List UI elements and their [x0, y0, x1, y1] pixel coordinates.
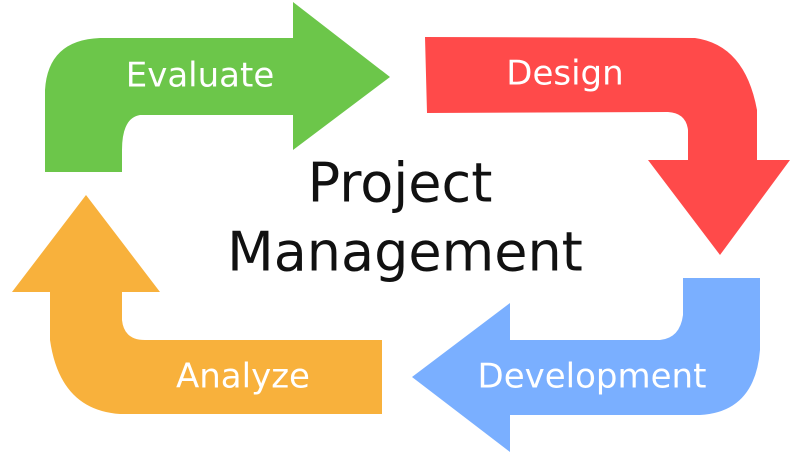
evaluate-arrow	[45, 2, 390, 172]
development-arrow	[412, 278, 760, 452]
analyze-label: Analyze	[176, 357, 310, 397]
evaluate-label: Evaluate	[126, 56, 275, 96]
analyze-arrow	[12, 195, 382, 414]
title-line-1: Project	[308, 152, 493, 215]
title-line-2: Management	[227, 221, 583, 284]
design-label: Design	[506, 54, 623, 94]
design-arrow	[425, 37, 790, 255]
development-label: Development	[478, 357, 707, 397]
